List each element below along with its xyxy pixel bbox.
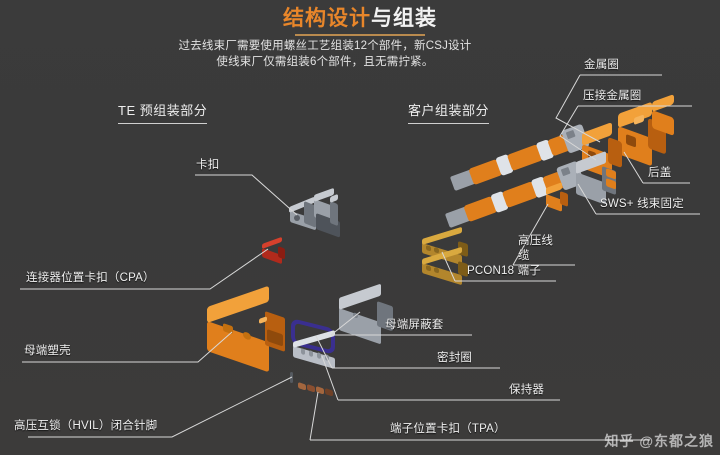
page-title: 结构设计与组装	[0, 6, 720, 36]
callout-metal-ring: 金属圈	[584, 59, 620, 71]
callout-hv-cable-line2: 缆	[518, 250, 530, 262]
title-rest: 与组装	[371, 7, 437, 30]
subtitle-text: 过去线束厂需要使用螺丝工艺组装12个部件，新CSJ设计使线束厂仅需组装6个部件，…	[178, 40, 472, 68]
part-hvil-pins	[298, 376, 342, 397]
callout-hvil: 高压互锁（HVIL）闭合针脚	[14, 420, 158, 432]
callout-hv-cable-line1: 高压线	[518, 235, 554, 247]
callout-seal-ring: 密封圈	[437, 352, 473, 364]
section-heading-customer-assembly: 客户组装部分	[408, 100, 490, 127]
part-hvil-single-pin	[290, 372, 296, 384]
part-buckle	[286, 187, 350, 239]
part-female-housing	[203, 285, 295, 373]
leader-buckle	[195, 174, 298, 216]
callout-tpa: 端子位置卡扣（TPA）	[390, 423, 506, 435]
callout-female-housing: 母端塑壳	[24, 345, 71, 357]
watermark: 知乎 @东都之狼	[604, 433, 714, 449]
title-text: 结构设计与组装	[0, 6, 720, 32]
title-underline	[295, 34, 425, 36]
title-highlight: 结构设计	[283, 7, 371, 30]
callout-crimp-metal-ring: 压接金属圈	[583, 90, 642, 102]
callout-cpa: 连接器位置卡扣（CPA）	[26, 272, 155, 284]
part-retainer	[293, 329, 341, 370]
callout-buckle: 卡扣	[196, 159, 220, 171]
section-heading-te-preassembly-label: TE 预组装部分	[118, 103, 208, 118]
callout-retainer: 保持器	[509, 384, 545, 396]
leader-tpa-b	[309, 391, 319, 441]
section-heading-te-preassembly: TE 预组装部分	[118, 100, 208, 127]
part-orange-cap	[546, 182, 580, 212]
callout-pcon18: PCON18 端子	[467, 265, 542, 277]
section-heading-customer-assembly-label: 客户组装部分	[408, 103, 490, 118]
section-heading-te-underline	[118, 123, 208, 124]
section-heading-customer-underline	[408, 123, 490, 124]
callout-back-cover: 后盖	[648, 167, 672, 179]
callout-female-shield: 母端屏蔽套	[385, 319, 444, 331]
part-cpa	[262, 236, 288, 265]
callout-sws-harness: SWS+ 线束固定	[600, 198, 684, 210]
